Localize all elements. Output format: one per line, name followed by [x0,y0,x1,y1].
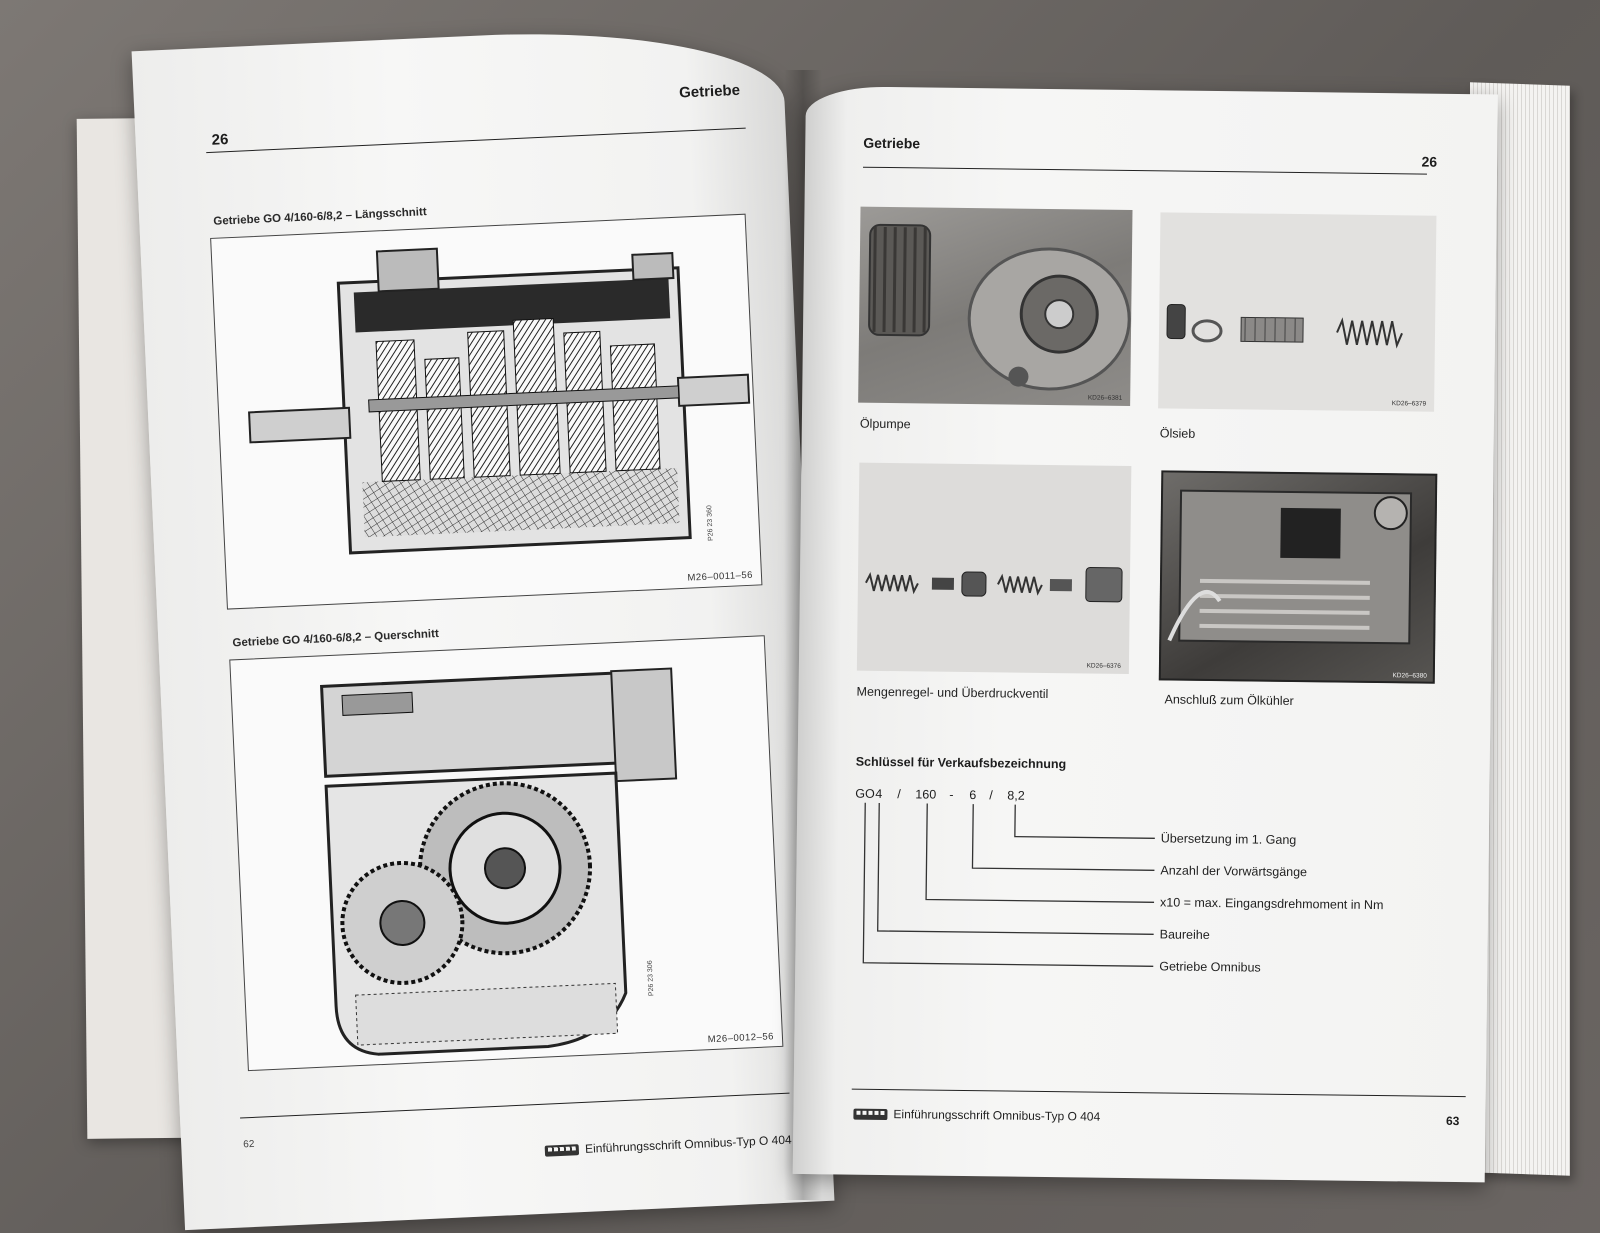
left-footer-text: Einführungsschrift Omnibus-Typ O 404 [584,1132,792,1156]
figure1-caption: Getriebe GO 4/160-6/8,2 – Längsschnitt [213,206,427,228]
left-footer: Einführungsschrift Omnibus-Typ O 404 [544,1132,792,1158]
photo-oil-strainer: KD26–6379 [1158,212,1437,412]
left-header-rule [206,127,746,154]
left-section-title: Getriebe [678,81,741,102]
left-page: Getriebe 26 Getriebe GO 4/160-6/8,2 – Lä… [131,21,835,1231]
right-footer: Einführungsschrift Omnibus-Typ O 404 [853,1107,1100,1124]
right-page-number: 63 [1445,1113,1460,1129]
figure1-frame: M26–0011–56 P26 23 360 [210,213,763,610]
left-section-number: 26 [211,131,229,149]
key-label-ratio: Übersetzung im 1. Gang [1160,831,1297,848]
gearbox-cross-section-drawing [320,667,678,1056]
key-label-series: Baureihe [1159,927,1210,942]
bus-icon [544,1143,580,1157]
photo-oil-pump: KD26–6381 [858,206,1133,406]
photo-oil-cooler-connection: KD26–6380 [1158,470,1438,684]
figure2-caption: Getriebe GO 4/160-6/8,2 – Querschnitt [232,628,440,650]
key-label-gears: Anzahl der Vorwärtsgänge [1160,863,1308,880]
right-footer-text: Einführungsschrift Omnibus-Typ O 404 [893,1107,1101,1124]
key-label-bus-gearbox: Getriebe Omnibus [1159,959,1261,975]
left-footer-rule [240,1092,790,1119]
bus-icon [853,1108,888,1120]
right-page: Getriebe 26 KD26–6381 Ölpumpe KD26–6379 … [792,86,1498,1183]
left-page-number: 62 [243,1138,255,1151]
figure2-frame: M26–0012–56 P26 23 306 [229,635,784,1072]
designation-key-connectors [862,802,1155,967]
gearbox-longitudinal-section-drawing [248,247,751,555]
photo-control-valve: KD26–6376 [856,462,1132,674]
key-label-torque: x10 = max. Eingangsdrehmoment in Nm [1159,895,1384,913]
